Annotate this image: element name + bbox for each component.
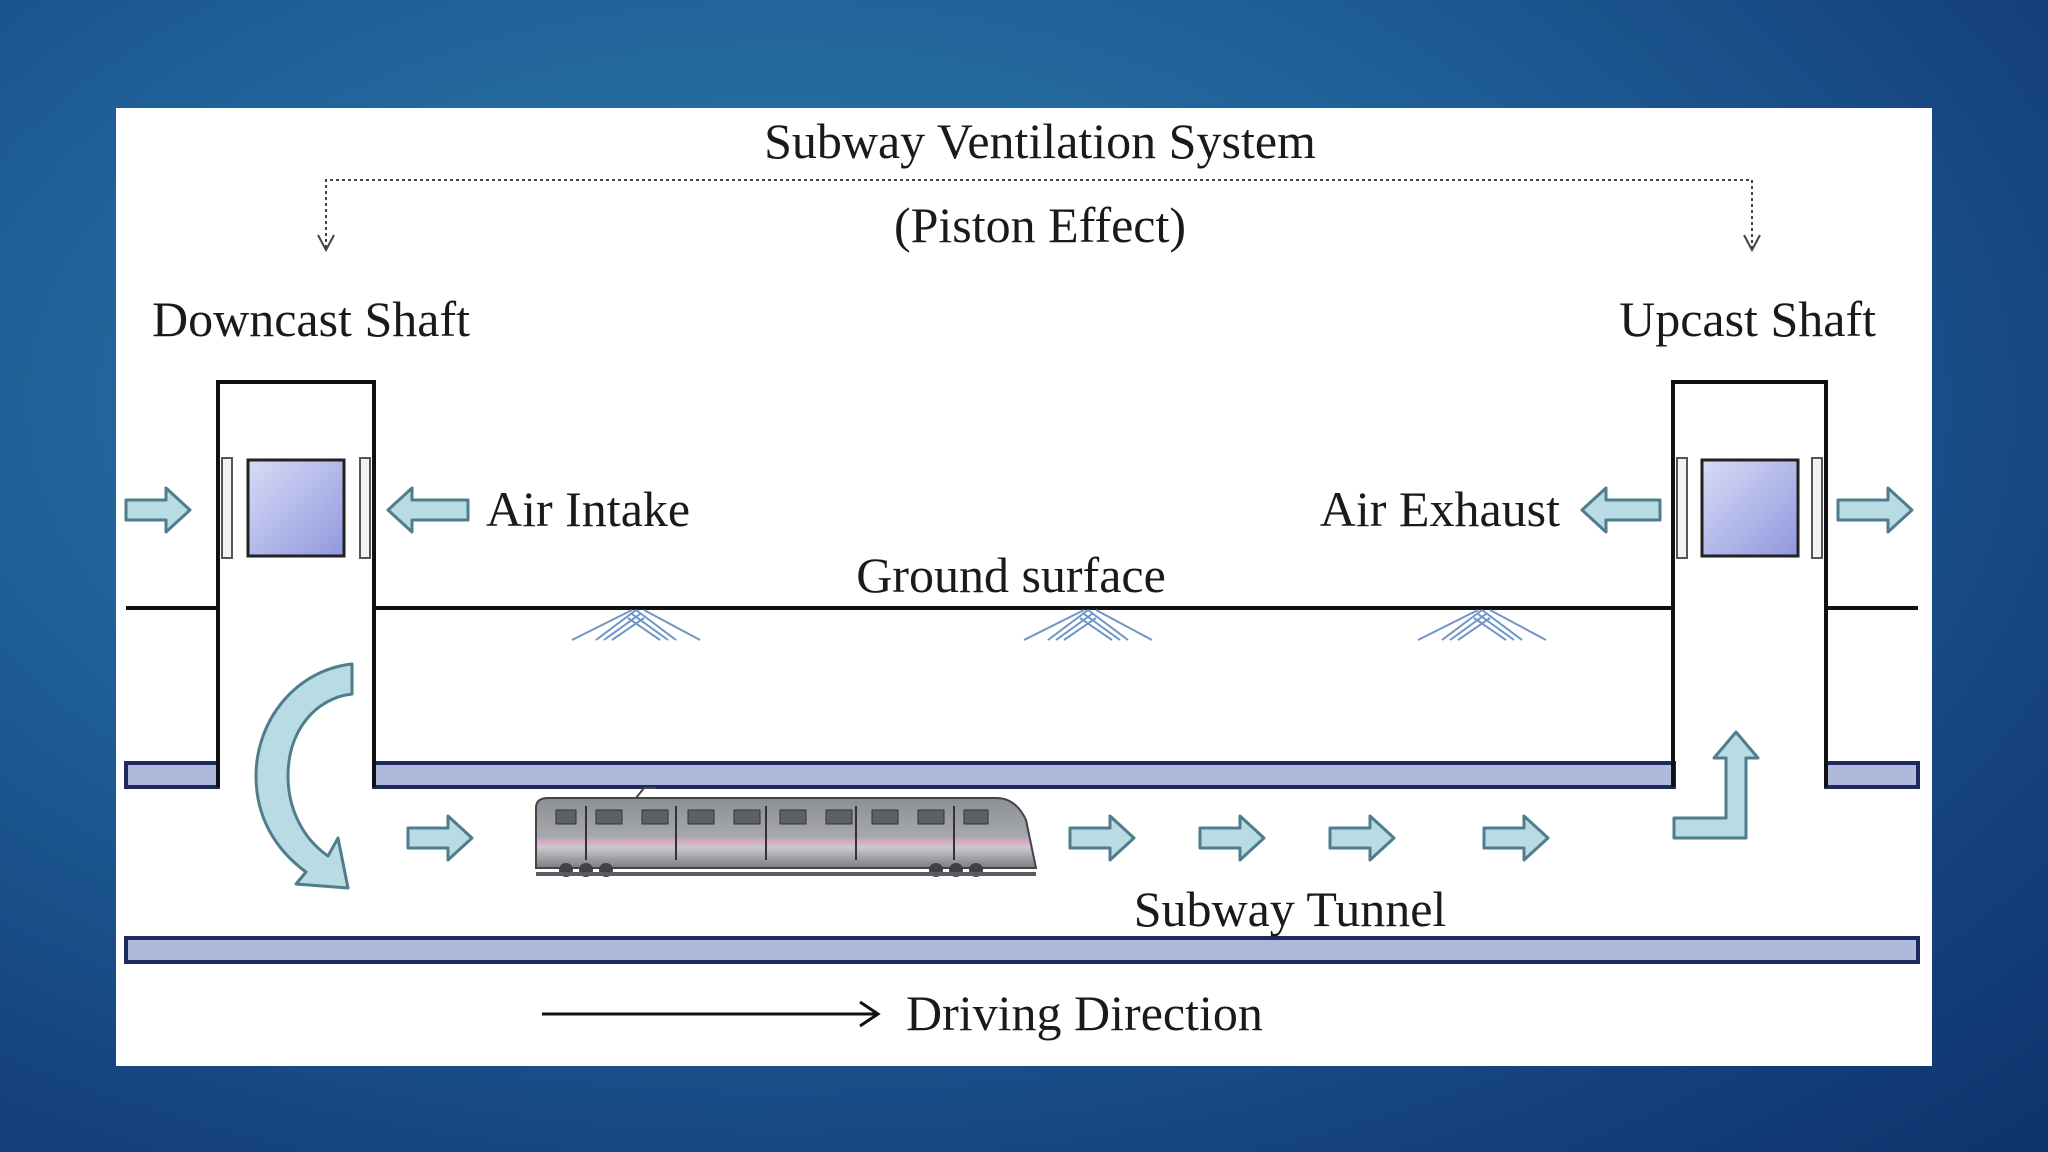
upcast-shaft bbox=[1671, 380, 1828, 787]
air-intake-label: Air Intake bbox=[486, 481, 690, 537]
air-intake-arrow-right-icon bbox=[386, 486, 470, 534]
air-intake-arrow-left-icon bbox=[124, 486, 192, 534]
ventilation-diagram: Subway Ventilation System (Piston Effect… bbox=[124, 113, 1920, 1041]
ground-surface-label: Ground surface bbox=[856, 547, 1166, 603]
driving-direction-arrow bbox=[542, 1000, 881, 1028]
diagram-subtitle: (Piston Effect) bbox=[894, 197, 1186, 253]
air-exhaust-arrow-right-icon bbox=[1836, 486, 1914, 534]
air-exhaust-arrow-left-icon bbox=[1580, 486, 1662, 534]
title-bracket bbox=[317, 179, 1761, 253]
downcast-shaft-label: Downcast Shaft bbox=[152, 291, 470, 347]
ground-hatch-marks bbox=[571, 609, 1547, 641]
upcast-fan-icon bbox=[1676, 457, 1823, 559]
air-flow-arrow-icon bbox=[1328, 814, 1396, 862]
tunnel-roof bbox=[124, 761, 1920, 789]
air-flow-arrow-icon bbox=[1482, 814, 1550, 862]
diagram-panel: Subway Ventilation System (Piston Effect… bbox=[116, 108, 1932, 1066]
air-flow-arrow-icon bbox=[1068, 814, 1136, 862]
upcast-shaft-label: Upcast Shaft bbox=[1619, 291, 1876, 347]
downcast-fan-icon bbox=[221, 457, 371, 559]
driving-direction-label: Driving Direction bbox=[906, 985, 1263, 1041]
train-icon bbox=[535, 787, 1038, 877]
air-flow-arrow-icon bbox=[1198, 814, 1266, 862]
air-exhaust-label: Air Exhaust bbox=[1320, 481, 1560, 537]
air-flow-arrow-icon bbox=[406, 814, 474, 862]
diagram-title: Subway Ventilation System bbox=[764, 113, 1316, 169]
subway-tunnel-label: Subway Tunnel bbox=[1134, 881, 1447, 937]
downcast-shaft bbox=[216, 380, 376, 787]
tunnel-floor bbox=[124, 936, 1920, 964]
curved-flow-arrow-icon bbox=[254, 662, 354, 890]
upflow-arrow-icon bbox=[1672, 730, 1760, 840]
